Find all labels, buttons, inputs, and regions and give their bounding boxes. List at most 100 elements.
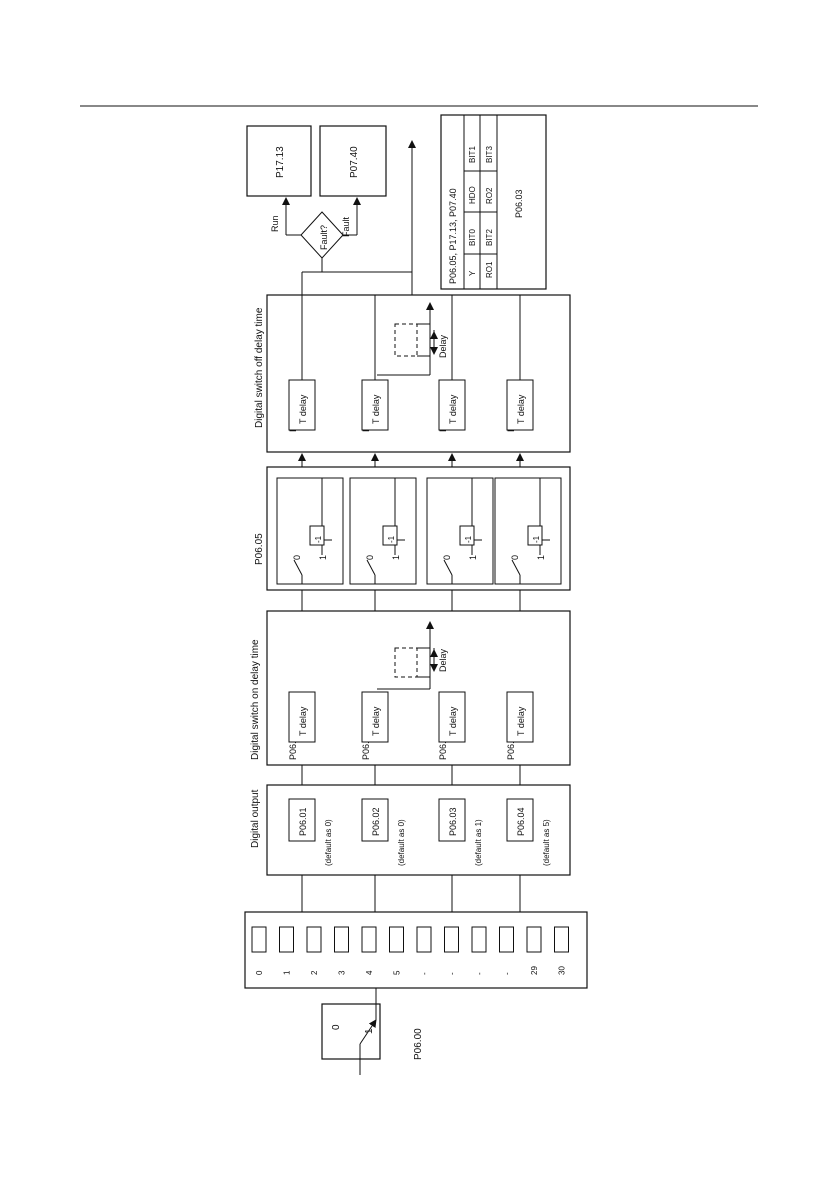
- on-delay-block-label: T delay: [371, 706, 381, 736]
- polarity-sw0: 0: [510, 555, 520, 560]
- selector-group: P06.00 0 1: [321, 988, 424, 1075]
- polarity-invert-box: [382, 525, 398, 546]
- polarity-inv: -1: [314, 535, 323, 543]
- do-param-label: P06.04: [516, 807, 526, 836]
- run-target-box: [246, 125, 312, 197]
- digital-output-group: Digital output YP06.01(default as 0) HDOP…: [250, 784, 571, 876]
- source-label: 0: [255, 970, 264, 975]
- do-channel: YP06.01(default as 0): [288, 798, 333, 866]
- off-delay-delay-label: Delay: [438, 334, 448, 358]
- bits-table-footer: P06.03: [514, 189, 524, 218]
- source-cell: [334, 926, 349, 953]
- fault-fault-label: Fault: [341, 216, 351, 237]
- run-target-label: P17.13: [275, 146, 286, 178]
- off-delay-waveform: Delay: [377, 302, 448, 376]
- selector-label: P06.00: [413, 1028, 424, 1060]
- on-delay-block: P06.10T delay: [438, 691, 466, 760]
- bits-r2-c3: RO2: [485, 187, 494, 204]
- source-cell: [471, 926, 487, 953]
- source-cell: [499, 926, 514, 953]
- off-delay-block-label: T delay: [516, 394, 526, 424]
- on-delay-param: P06.10: [438, 731, 448, 760]
- bits-r1-c4: BIT1: [468, 146, 477, 163]
- do-channel: RO2P06.04(default as 5): [506, 798, 551, 866]
- source-label: -: [448, 972, 457, 975]
- on-delay-waveform: Delay: [377, 621, 448, 690]
- do-param-box: [361, 798, 389, 842]
- bits-r2-c2: BIT2: [485, 229, 494, 246]
- bits-r1-c2: BIT0: [468, 229, 477, 246]
- selector-pos1: 1: [364, 1028, 375, 1034]
- polarity-sw0: 0: [442, 555, 452, 560]
- bits-table-frame: [440, 114, 547, 290]
- bits-r1-c1: Y: [468, 270, 477, 276]
- polarity-sw0: 0: [292, 555, 302, 560]
- polarity-sw0: 0: [365, 555, 375, 560]
- off-delay-block: P06.07T delay: [288, 295, 316, 432]
- do-default-label: (default as 5): [542, 819, 551, 866]
- polarity-sw1: 1: [318, 555, 328, 560]
- off-delay-block: P06.13T delay: [506, 295, 534, 432]
- fault-group: Fault? Run Fault P17.13 P07.40: [246, 125, 416, 295]
- bits-r2-c1: RO1: [485, 261, 494, 278]
- do-param-label: P06.02: [371, 807, 381, 836]
- source-label: 3: [338, 970, 347, 975]
- polarity-invert-box: [527, 525, 543, 546]
- polarity-sw1: 1: [391, 555, 401, 560]
- off-delay-group: Digital switch off delay time P06.07T de…: [254, 294, 571, 453]
- on-delay-block: P06.12T delay: [506, 691, 534, 760]
- source-cell: [526, 926, 542, 953]
- source-cell: [279, 926, 294, 953]
- source-cell: [554, 926, 569, 953]
- polarity-cell: 0 1 -1: [426, 477, 494, 585]
- digital-output-title: Digital output: [250, 789, 261, 848]
- on-delay-param: P06.12: [506, 731, 516, 760]
- on-delay-param: P06.08: [361, 731, 371, 760]
- bits-r1-c3: HDO: [468, 186, 477, 204]
- do-channel: RO1P06.03(default as 1): [438, 798, 483, 866]
- source-label: 29: [530, 966, 539, 975]
- do-param-label: P06.03: [448, 807, 458, 836]
- do-param-box: [506, 798, 534, 842]
- fault-target-label: P07.40: [349, 146, 360, 178]
- fault-question: Fault?: [319, 225, 329, 250]
- selector-pos0: 0: [331, 1024, 342, 1030]
- source-label: 1: [283, 970, 292, 975]
- polarity-inv: -1: [532, 535, 541, 543]
- off-delay-block-label: T delay: [298, 394, 308, 424]
- channel-wires: [298, 453, 524, 912]
- polarity-invert-box: [459, 525, 475, 546]
- do-default-label: (default as 1): [474, 819, 483, 866]
- polarity-invert-box: [309, 525, 325, 546]
- on-delay-block-label: T delay: [298, 706, 308, 736]
- on-delay-group: Digital switch on delay time P06.06T del…: [250, 610, 571, 766]
- source-label: 5: [393, 970, 402, 975]
- polarity-title: P06.05: [254, 533, 265, 565]
- off-delay-block-label: T delay: [371, 394, 381, 424]
- bits-table-header: P06.05, P17.13, P07.40: [448, 188, 458, 284]
- off-delay-title: Digital switch off delay time: [254, 307, 265, 428]
- do-param-label: P06.01: [298, 807, 308, 836]
- off-delay-box: [288, 379, 316, 431]
- on-delay-box: [506, 691, 534, 743]
- off-delay-block: P06.09T delay: [361, 295, 389, 432]
- source-label: -: [503, 972, 512, 975]
- source-cell: [416, 926, 432, 953]
- fault-run-label: Run: [270, 215, 280, 232]
- off-delay-box: [438, 379, 466, 431]
- on-delay-delay-label: Delay: [438, 648, 448, 672]
- on-delay-title: Digital switch on delay time: [250, 639, 261, 760]
- source-cell: [251, 926, 267, 953]
- off-delay-block: P06.11T delay: [438, 295, 466, 432]
- polarity-sw1: 1: [468, 555, 478, 560]
- off-delay-block-label: T delay: [448, 394, 458, 424]
- do-channel: HDOP06.02(default as 0): [361, 798, 406, 866]
- do-param-box: [288, 798, 316, 842]
- on-delay-box: [288, 691, 316, 743]
- polarity-inv: -1: [464, 535, 473, 543]
- source-label: 30: [558, 966, 567, 975]
- on-delay-box: [361, 691, 389, 743]
- source-cell: [444, 926, 459, 953]
